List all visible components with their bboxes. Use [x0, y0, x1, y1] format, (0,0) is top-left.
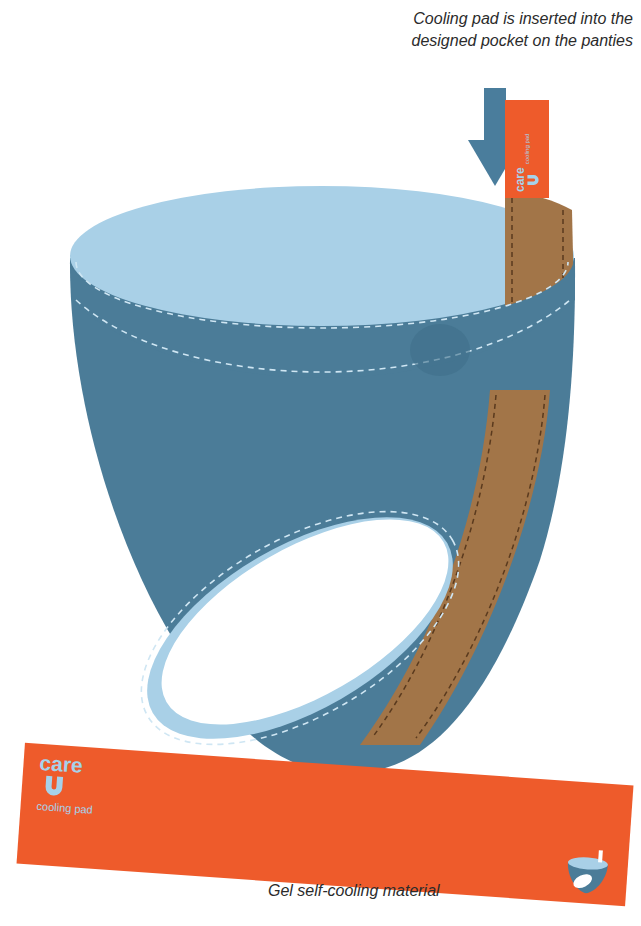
care-logo: [526, 173, 540, 187]
panties-body: [70, 258, 575, 773]
product-name: cooling pad: [36, 800, 613, 852]
mini-panties-icon: [564, 846, 611, 897]
waist-opening: [70, 186, 574, 326]
insert-arrow-shaft: [484, 88, 506, 142]
waistband: [70, 258, 575, 378]
care-logo: [41, 773, 67, 799]
instruction-caption: Cooling pad is inserted into the designe…: [347, 8, 633, 51]
material-caption: Gel self-cooling material: [268, 880, 440, 902]
shade: [410, 324, 470, 376]
waistband-stitch: [76, 262, 568, 328]
brand-name: care: [514, 167, 526, 192]
pad-label-group: care cooling pad: [505, 100, 549, 198]
product-name: cooling pad: [524, 134, 531, 165]
brand-block: care: [514, 167, 540, 192]
inserted-cooling-pad: care cooling pad: [505, 100, 549, 198]
leg-hole-rim: [112, 472, 488, 784]
cooling-pad: carecooling pad: [17, 743, 634, 907]
waistband-stitch: [76, 300, 570, 372]
leg-stitch: [104, 464, 497, 792]
